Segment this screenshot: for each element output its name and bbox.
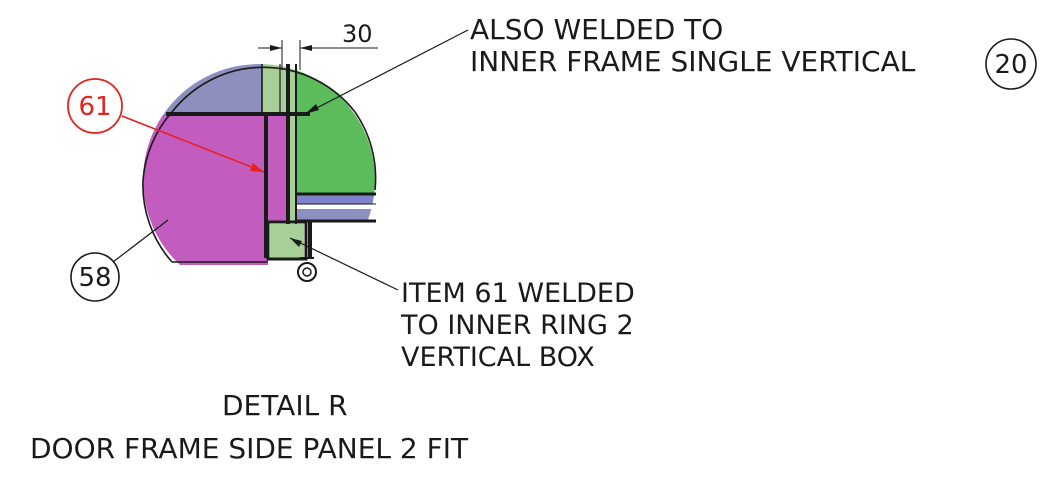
note-also-welded-line-2: INNER FRAME SINGLE VERTICAL — [470, 45, 916, 78]
purple-strip-item-61 — [268, 115, 286, 221]
dimension-value: 30 — [342, 20, 373, 48]
detail-title: DETAIL R — [222, 389, 348, 422]
note-also-welded: ALSO WELDED TO INNER FRAME SINGLE VERTIC… — [470, 14, 915, 78]
note-also-welded-line-1: ALSO WELDED TO — [470, 13, 724, 46]
purple-panel — [143, 115, 268, 265]
blue-strip-lower — [296, 209, 375, 221]
detail-circle — [143, 64, 375, 265]
note-item-61-line-2: TO INNER RING 2 — [401, 310, 634, 341]
note-item-61-welded: ITEM 61 WELDED TO INNER RING 2 VERTICAL … — [401, 278, 635, 374]
blue-strip — [296, 194, 375, 204]
balloon-20: 20 — [985, 38, 1037, 90]
light-green-vertical — [286, 115, 296, 221]
balloon-61-label: 61 — [78, 92, 111, 122]
leader-lines — [112, 29, 469, 291]
balloon-58-label: 58 — [78, 263, 111, 293]
balloon-58: 58 — [70, 252, 120, 302]
light-green-top — [262, 64, 296, 115]
balloon-20-label: 20 — [994, 50, 1027, 80]
section-lines — [142, 64, 377, 282]
green-part — [296, 64, 375, 194]
dimension-30 — [258, 40, 378, 70]
note-item-61-line-1: ITEM 61 WELDED — [401, 278, 635, 309]
detail-caption: DOOR FRAME SIDE PANEL 2 FIT — [30, 432, 469, 465]
white-strip — [296, 204, 375, 209]
balloon-61: 61 — [67, 78, 123, 134]
note-item-61-line-3: VERTICAL BOX — [401, 342, 595, 373]
